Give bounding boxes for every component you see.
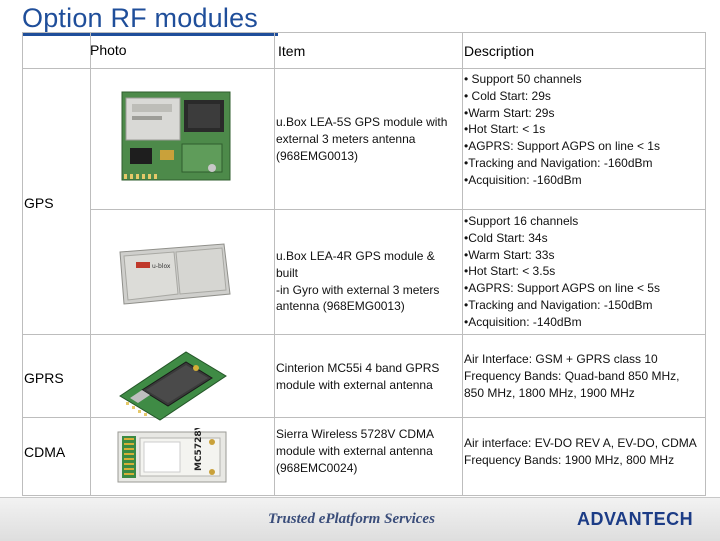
description-mc55i: Air Interface: GSM + GPRS class 10 Frequ…: [464, 351, 709, 401]
table-border-right: [705, 32, 706, 496]
item-mc55i: Cinterion MC55i 4 band GPRS module with …: [276, 360, 451, 394]
description-line: •Warm Start: 29s: [464, 105, 555, 120]
description-line: •Warm Start: 33s: [464, 247, 555, 262]
page-title: Option RF modules: [22, 3, 258, 33]
description-lea4r: •Support 16 channels •Cold Start: 34s •W…: [464, 213, 704, 331]
footer-tagline: Trusted ePlatform Services: [268, 511, 435, 527]
description-line: •AGPRS: Support AGPS on line < 5s: [464, 281, 660, 296]
item-line: antenna (968EMG0013): [276, 299, 405, 314]
description-line: • Cold Start: 29s: [464, 88, 551, 103]
header-item: Item: [278, 43, 306, 59]
item-lea5s: u.Box LEA-5S GPS module with external 3 …: [276, 114, 451, 164]
description-line: •Acquisition: -140dBm: [464, 314, 582, 329]
description-line: Frequency Bands: 1900 MHz, 800 MHz: [464, 452, 675, 467]
table-col-divider: [90, 32, 91, 496]
cdma-module-photo: MC5728V: [117, 428, 227, 483]
lea4r-brand-label: u-blox: [152, 263, 171, 270]
table-row-divider: [22, 417, 706, 418]
item-line: u.Box LEA-5S GPS module with: [276, 115, 448, 129]
table-row-divider: [22, 334, 706, 335]
table-header-divider: [22, 68, 706, 69]
description-line: Frequency Bands: Quad-band 850 MHz,: [464, 368, 680, 383]
advantech-logo: ADVANTECH: [577, 509, 694, 529]
description-line: 850 MHz, 1800 MHz, 1900 MHz: [464, 385, 635, 400]
table-border-left: [22, 32, 23, 496]
description-line: •Acquisition: -160dBm: [464, 172, 582, 187]
item-line: Sierra Wireless 5728V CDMA: [276, 427, 435, 441]
table-row-divider: [90, 209, 706, 210]
item-line: -in Gyro with external 3 meters: [276, 282, 440, 297]
description-line: •Tracking and Navigation: -150dBm: [464, 297, 653, 312]
title-underline: [22, 33, 278, 36]
description-line: Air interface: EV-DO REV A, EV-DO, CDMA: [464, 436, 697, 450]
item-line: (968EMG0013): [276, 148, 359, 163]
description-line: •Tracking and Navigation: -160dBm: [464, 155, 653, 170]
description-line: •Hot Start: < 3.5s: [464, 264, 556, 279]
item-line: module with external antenna: [276, 377, 433, 392]
item-line: Cinterion MC55i 4 band GPRS: [276, 361, 440, 375]
footer-bar: Trusted ePlatform Services ADVANTECH: [0, 497, 720, 541]
table-col-divider: [274, 32, 275, 496]
description-line: •AGPRS: Support AGPS on line < 1s: [464, 139, 660, 154]
lea4r-module-photo: u-blox: [119, 243, 231, 305]
description-line: •Support 16 channels: [464, 214, 579, 228]
item-5728v: Sierra Wireless 5728V CDMA module with e…: [276, 426, 451, 476]
header-description: Description: [464, 43, 535, 59]
description-line: •Hot Start: < 1s: [464, 122, 546, 137]
item-line: (968EMC0024): [276, 460, 358, 475]
item-line: module with external antenna: [276, 443, 433, 458]
table-col-divider: [462, 32, 463, 496]
description-5728v: Air interface: EV-DO REV A, EV-DO, CDMA …: [464, 435, 709, 469]
table-border-bottom: [22, 495, 706, 496]
category-gprs: GPRS: [24, 370, 64, 386]
item-lea4r: u.Box LEA-4R GPS module & built -in Gyro…: [276, 248, 456, 315]
description-line: •Cold Start: 34s: [464, 230, 548, 245]
cdma-model-label: MC5728V: [194, 428, 204, 471]
description-line: Air Interface: GSM + GPRS class 10: [464, 352, 658, 366]
lea5s-module-photo: [121, 91, 231, 181]
category-cdma: CDMA: [24, 444, 66, 460]
description-line: • Support 50 channels: [464, 72, 582, 86]
table-border-top: [22, 32, 706, 33]
description-lea5s: • Support 50 channels • Cold Start: 29s …: [464, 71, 704, 189]
item-line: external 3 meters antenna: [276, 131, 416, 146]
item-line: u.Box LEA-4R GPS module & built: [276, 249, 435, 280]
header-photo: Photo: [90, 42, 127, 58]
category-gps: GPS: [24, 195, 54, 211]
rf-modules-table: [22, 32, 706, 496]
mc55i-module-photo: [119, 351, 227, 421]
